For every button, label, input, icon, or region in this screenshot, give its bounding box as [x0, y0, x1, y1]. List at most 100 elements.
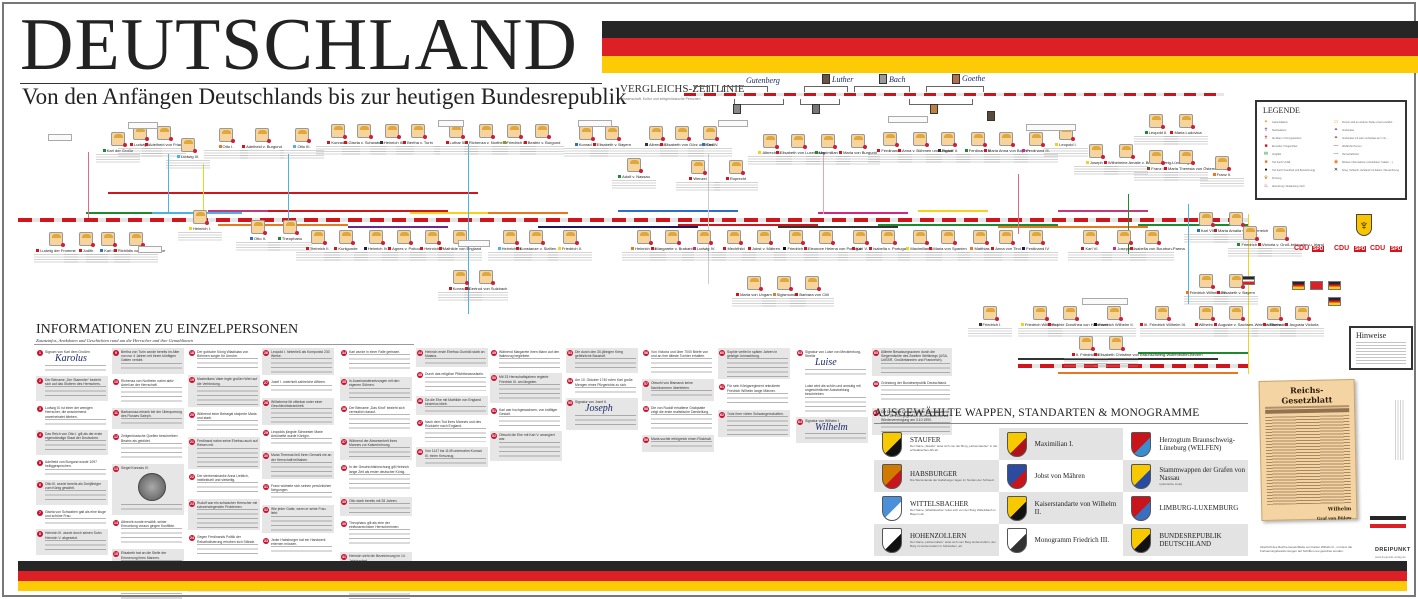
ruler-portrait[interactable]: Friedrich III.: [774, 230, 818, 262]
relative-box[interactable]: [1082, 298, 1128, 305]
ruler-portrait[interactable]: Elisabeth Christine von Braunschweig-Wol…: [1094, 336, 1203, 368]
ruler-portrait[interactable]: Heinrich II.: [296, 230, 340, 262]
ruler-portrait[interactable]: Sophie Dorothea von Hannover: [1048, 306, 1108, 338]
ruler-portrait[interactable]: Friedrich Wilhelm IV.: [1184, 274, 1228, 306]
ruler-portrait[interactable]: Elisabeth v. Bayern: [590, 126, 634, 158]
ruler-portrait[interactable]: Richenza v. Northeim: [464, 124, 508, 156]
ruler-portrait[interactable]: Karl VI.: [1068, 230, 1112, 262]
ruler-portrait[interactable]: Friedrich Wilhelm I.: [1018, 306, 1062, 338]
reign-bar: [410, 212, 560, 214]
ruler-portrait[interactable]: Elisabeth von Luxemburg: [776, 134, 825, 166]
ruler-portrait[interactable]: Agnes v. Poitou: [382, 230, 426, 262]
ruler-portrait[interactable]: Adolf v. Nassau: [612, 158, 656, 190]
relative-box[interactable]: [128, 122, 158, 129]
ruler-portrait[interactable]: Kunigunde: [324, 230, 368, 262]
ruler-portrait[interactable]: Konrad II.: [316, 124, 360, 156]
ruler-portrait[interactable]: Sigismund: [762, 276, 806, 308]
ruler-portrait[interactable]: Matthias: [958, 230, 1002, 262]
relative-box[interactable]: [578, 120, 612, 127]
ruler-portrait[interactable]: Albrecht I.: [634, 126, 678, 158]
ruler-portrait[interactable]: Otto I.: [204, 128, 248, 160]
ruler-portrait[interactable]: Heinrich I.: [178, 210, 222, 242]
ruler-portrait[interactable]: Ludwig der Fromme: [34, 232, 78, 264]
relative-box[interactable]: [718, 120, 748, 127]
ruler-portrait[interactable]: Maximilian I.: [806, 134, 850, 166]
ruler-portrait[interactable]: Ruprecht: [714, 160, 758, 192]
ruler-portrait[interactable]: Beatrix v. Burgund: [520, 124, 564, 156]
ruler-portrait[interactable]: Ludwig IV.: [682, 230, 726, 262]
ruler-portrait[interactable]: Anna von Tirol: [984, 230, 1028, 262]
ruler-portrait[interactable]: Wilhelm I.: [1252, 306, 1296, 338]
ruler-portrait[interactable]: Victoria v. Groß-britannien u. Irland: [1258, 226, 1324, 258]
ruler-dates: [548, 252, 592, 262]
ruler-portrait[interactable]: Maria von Spanien: [926, 230, 970, 262]
ruler-portrait[interactable]: Ludwig III.: [166, 138, 210, 170]
ruler-portrait[interactable]: Theophanu: [268, 220, 312, 252]
ruler-portrait[interactable]: Isabella v. Portugal: [866, 230, 910, 262]
ruler-portrait[interactable]: Margarete v. Brabant: [650, 230, 694, 262]
relative-box[interactable]: [458, 240, 490, 247]
ruler-portrait[interactable]: Heinrich IV.: [354, 230, 398, 262]
ruler-portrait[interactable]: Ferdinand II.: [956, 132, 1000, 164]
ruler-portrait[interactable]: II. Friedrich II.: [1064, 336, 1108, 368]
ruler-name: Maximilian II.: [898, 246, 942, 251]
ruler-portrait[interactable]: Konrad III.: [438, 270, 482, 302]
ruler-portrait[interactable]: Jobst v. Mähren: [742, 230, 786, 262]
ruler-portrait[interactable]: Karl II.: [86, 232, 130, 264]
ruler-portrait[interactable]: Heinrich V.: [410, 230, 454, 262]
ruler-portrait[interactable]: Barbara von Cilli: [790, 276, 834, 308]
ruler-portrait[interactable]: Otto III.: [280, 128, 324, 160]
ruler-portrait[interactable]: Adelheid v. Burgund: [240, 128, 284, 160]
ruler-portrait[interactable]: Leopold II.: [1134, 114, 1178, 146]
relative-box[interactable]: [138, 246, 162, 253]
ruler-portrait[interactable]: Konstanze v. Sizilien: [514, 230, 558, 262]
ruler-portrait[interactable]: Rudolf II.: [926, 132, 970, 164]
ruler-portrait[interactable]: Ferdinand IV.: [1014, 230, 1058, 262]
ruler-portrait[interactable]: Lothar III.: [434, 124, 478, 156]
ruler-portrait[interactable]: Karl IV.: [688, 126, 732, 158]
ruler-portrait[interactable]: Karl V.: [838, 230, 882, 262]
ruler-portrait[interactable]: Maria Theresia von Österreich: [1164, 150, 1222, 182]
ruler-portrait[interactable]: Gisela v. Schwaben: [342, 124, 386, 156]
ruler-portrait[interactable]: Eleonore Helena von Portugal: [804, 230, 861, 262]
ruler-portrait[interactable]: Ferdinand III.: [1014, 132, 1058, 164]
ruler-portrait[interactable]: Albrecht II.: [748, 134, 792, 166]
ruler-portrait[interactable]: Elisabeth v. Bayern: [1214, 274, 1258, 306]
ruler-portrait[interactable]: Franz I.: [1134, 150, 1178, 182]
ruler-portrait[interactable]: Heinrich III.: [370, 124, 414, 156]
ruler-portrait[interactable]: Wenzel: [676, 160, 720, 192]
ruler-portrait[interactable]: Friedrich Wilhelm II.: [1092, 306, 1136, 338]
ruler-portrait[interactable]: Karl VII.: [1184, 212, 1228, 244]
signature-icon: Wilhelm: [815, 421, 848, 433]
ruler-portrait[interactable]: Adelheid von Friaul: [142, 126, 186, 158]
ruler-portrait[interactable]: Maria von Burgund: [836, 134, 880, 166]
ruler-portrait[interactable]: Mechthild: [712, 230, 756, 262]
ruler-portrait[interactable]: Friedrich III.: [1228, 226, 1272, 258]
ruler-portrait[interactable]: Franz II.: [1200, 156, 1244, 188]
signature-icon: Luise: [815, 357, 837, 369]
ruler-portrait[interactable]: Maria Anna von Bayern: [984, 132, 1030, 164]
ruler-portrait[interactable]: Ferdinand I.: [868, 132, 912, 164]
ruler-portrait[interactable]: Maximilian II.: [898, 230, 942, 262]
ruler-portrait[interactable]: Gertrud von Sulzbach: [464, 270, 508, 302]
ruler-portrait[interactable]: Heinrich VII.: [622, 230, 666, 262]
ruler-portrait[interactable]: Joseph I.: [1074, 144, 1118, 176]
relative-box[interactable]: [888, 116, 928, 123]
ruler-portrait[interactable]: III. Friedrich Wilhelm III.: [1140, 306, 1186, 338]
relative-box[interactable]: [1026, 124, 1076, 131]
ruler-portrait[interactable]: Isabella von Bourbon-Parma: [1130, 230, 1185, 262]
ruler-portrait[interactable]: Augusta Victoria: [1280, 306, 1324, 338]
ruler-portrait[interactable]: Otto II.: [236, 220, 280, 252]
ruler-portrait[interactable]: Joseph II.: [1102, 230, 1146, 262]
ruler-portrait[interactable]: Bertha v. Turin: [396, 124, 440, 156]
ruler-portrait[interactable]: Friedrich II.: [548, 230, 592, 262]
ruler-portrait[interactable]: Heinrich VI.: [488, 230, 532, 262]
ruler-portrait[interactable]: Friedrich I.: [492, 124, 536, 156]
publisher-url[interactable]: www.dreipunkt-verlag.de: [1375, 555, 1406, 559]
ruler-portrait[interactable]: Maria Ludovica: [1164, 114, 1208, 146]
ruler-portrait[interactable]: Friedrich I.: [968, 306, 1012, 338]
relative-box[interactable]: [438, 120, 464, 127]
ruler-portrait[interactable]: Maria von Ungarn: [732, 276, 776, 308]
ruler-portrait[interactable]: Wilhelm II.: [1184, 306, 1228, 338]
relative-box[interactable]: [48, 134, 72, 141]
